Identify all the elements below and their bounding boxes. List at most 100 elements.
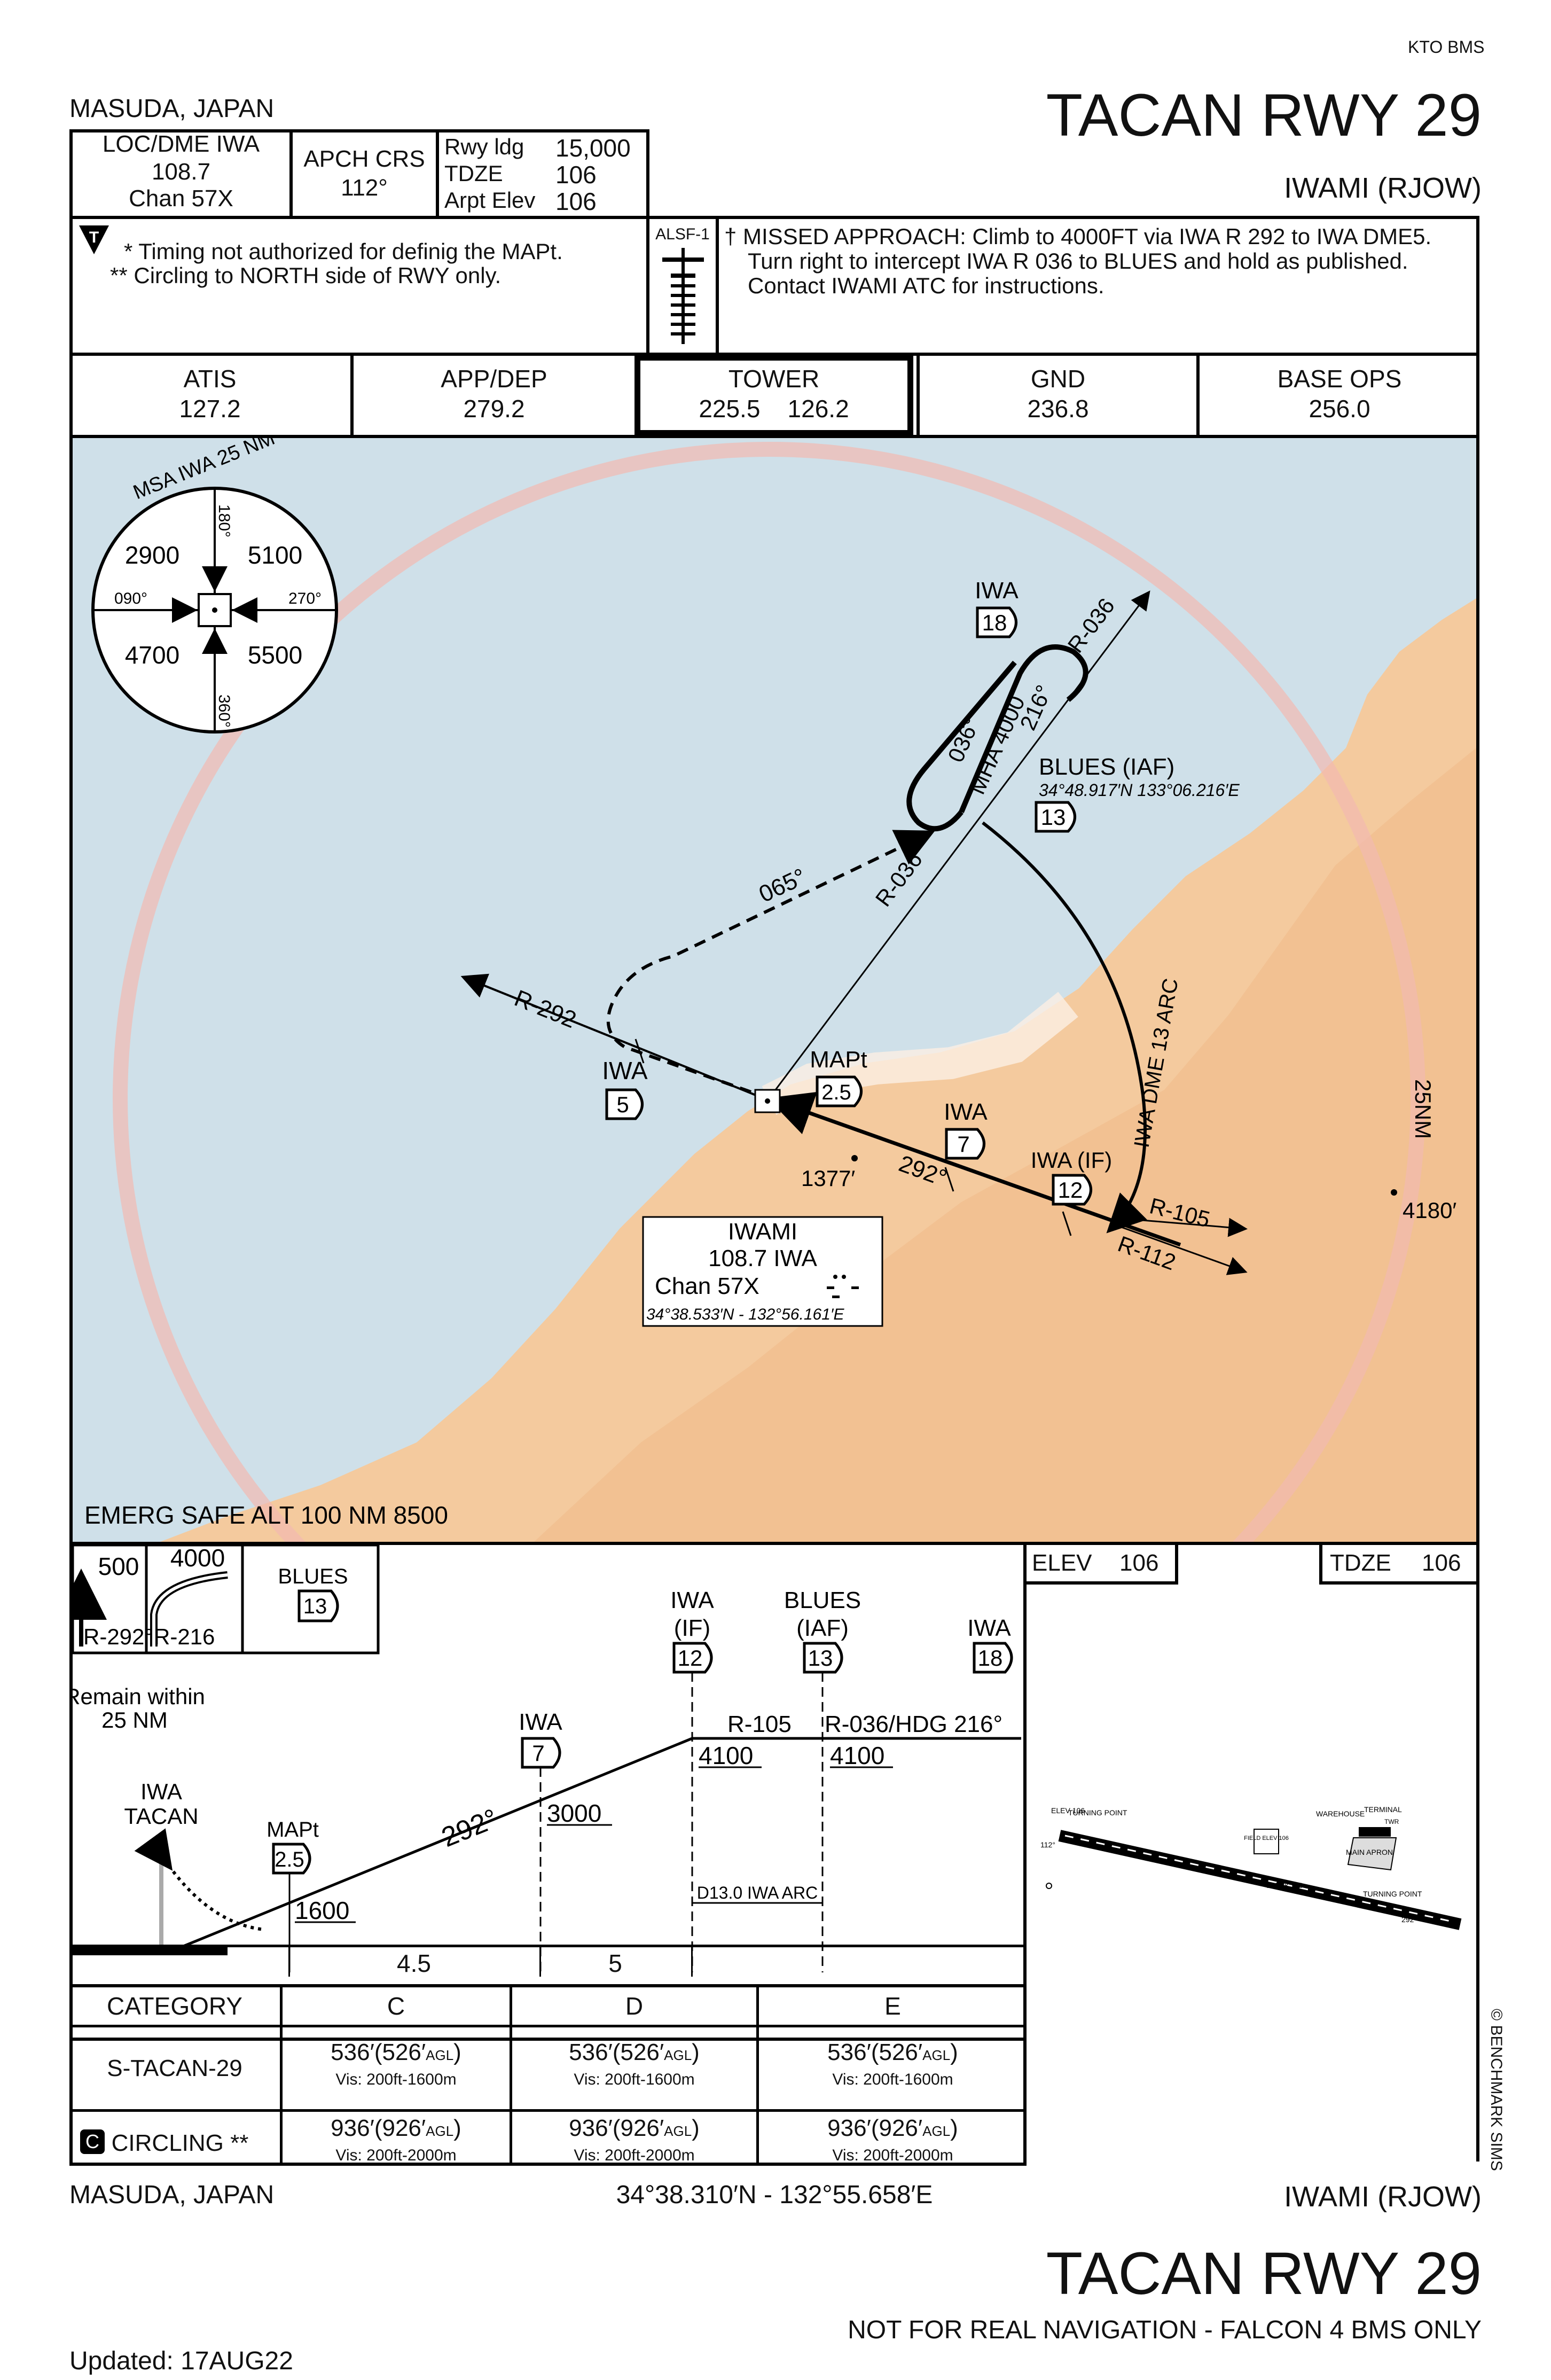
rwy-ldg-value: 15,000	[555, 134, 631, 162]
svg-text:R-216: R-216	[154, 1624, 215, 1649]
svg-text:180°: 180°	[215, 504, 233, 537]
svg-text:13: 13	[303, 1595, 327, 1618]
divider	[280, 1984, 283, 2166]
fix-blues: BLUES (IAF) 34°48.917′N 133°06.216′E 13	[1035, 754, 1240, 833]
divider	[916, 353, 920, 438]
comm-atis-label: ATIS	[183, 365, 237, 393]
svg-text:6562 x 148: 6562 x 148	[1266, 1881, 1303, 1890]
svg-text:Chan 57X: Chan 57X	[655, 1273, 759, 1299]
svg-text:270°: 270°	[288, 590, 322, 607]
svg-text:BLUES (IAF): BLUES (IAF)	[1039, 754, 1174, 780]
dme-arc	[982, 821, 1147, 1234]
svg-text:TURNING POINT: TURNING POINT	[1363, 1890, 1422, 1898]
divider	[69, 2109, 1027, 2112]
divider	[288, 1945, 290, 1977]
tdze-value: 106	[555, 161, 597, 189]
fix-mapt: MAPt 2.5	[810, 1047, 867, 1107]
nav-chan: Chan 57X	[129, 185, 233, 212]
missed-approach-line1: † MISSED APPROACH: Climb to 4000FT via I…	[724, 224, 1432, 249]
missed-approach-line3: Contact IWAMI ATC for instructions.	[748, 273, 1104, 298]
minima-header-e: E	[884, 1992, 901, 2020]
divider	[510, 1984, 512, 2166]
peak-elev: 4180′	[1403, 1198, 1456, 1223]
svg-text:TURNING POINT: TURNING POINT	[1068, 1808, 1127, 1817]
svg-text:MAPt: MAPt	[267, 1818, 319, 1841]
minima-header-d: D	[625, 1992, 644, 2020]
minima-altitude: 536′(526′AGL)	[827, 2039, 958, 2065]
svg-text:18: 18	[982, 610, 1007, 635]
fix-iwa12: IWA (IF) 12	[1031, 1148, 1112, 1206]
svg-text:WAREHOUSE: WAREHOUSE	[1316, 1809, 1365, 1818]
footer-title: TACAN RWY 29	[1046, 2240, 1482, 2307]
svg-text:TERMINAL: TERMINAL	[1364, 1805, 1402, 1814]
footer-updated: Updated: 17AUG22	[69, 2347, 293, 2375]
chart-tag: KTO BMS	[1408, 37, 1485, 57]
svg-text:4700: 4700	[125, 641, 179, 669]
svg-text:34°48.917′N 133°06.216′E: 34°48.917′N 133°06.216′E	[1039, 781, 1240, 800]
divider	[350, 353, 354, 438]
fix-iwa5: IWA 5	[602, 1057, 648, 1120]
arpt-elev-label: Arpt Elev	[444, 188, 536, 213]
page-title: TACAN RWY 29	[1046, 82, 1482, 149]
svg-text:TWR: TWR	[1384, 1818, 1399, 1825]
nav-label: LOC/DME IWA	[102, 131, 260, 157]
minima-header-category: CATEGORY	[107, 1992, 242, 2020]
svg-text:R-036/HDG 216°: R-036/HDG 216°	[825, 1711, 1002, 1737]
copyright: © BENCHMARK SIMS	[1487, 2009, 1505, 2171]
tdze-value: 106	[1422, 1550, 1461, 1576]
note-timing: * Timing not authorized for definig the …	[124, 239, 563, 264]
distance-row	[69, 1945, 1027, 1977]
svg-text:D13.0 IWA ARC: D13.0 IWA ARC	[697, 1883, 818, 1902]
tdze-box	[1319, 1542, 1479, 1585]
apch-crs-label: APCH CRS	[303, 146, 425, 172]
svg-text:ELEV 106: ELEV 106	[1051, 1806, 1085, 1815]
alsf-label: ALSF-1	[655, 225, 710, 243]
divider	[1196, 353, 1200, 438]
footer-airport: IWAMI (RJOW)	[1284, 2181, 1482, 2213]
comm-tower-value: 225.5 126.2	[699, 395, 849, 423]
svg-text:Remain within: Remain within	[73, 1684, 205, 1709]
svg-text:5: 5	[616, 1092, 629, 1117]
fix-iwa7: IWA 7	[944, 1099, 988, 1160]
alsf-lighting-icon	[655, 246, 710, 350]
svg-text:13: 13	[808, 1645, 833, 1671]
minima-row-tacan-name: S-TACAN-29	[107, 2055, 242, 2081]
svg-text:IWAMI: IWAMI	[728, 1219, 797, 1245]
svg-text:500: 500	[98, 1552, 139, 1580]
svg-text:2.5: 2.5	[275, 1848, 304, 1871]
minima-visibility: Vis: 200ft-2000m	[335, 2147, 457, 2164]
25nm-ring	[113, 442, 1425, 1542]
svg-text:292°: 292°	[1401, 1915, 1417, 1924]
svg-text:090°: 090°	[114, 590, 147, 607]
comm-gnd-value: 236.8	[1027, 395, 1089, 423]
minima-header-c: C	[387, 1992, 405, 2020]
svg-text:5500: 5500	[248, 641, 302, 669]
msa-circle: 2900 5100 4700 5500 090° 270° 180° 360° …	[91, 438, 338, 733]
divider	[646, 216, 649, 356]
svg-text:18: 18	[978, 1645, 1003, 1671]
fix-iwa18: IWA 18	[975, 578, 1019, 638]
svg-text:TACAN: TACAN	[124, 1804, 198, 1829]
airport-diagram	[1023, 1542, 1479, 2161]
divider	[69, 2025, 1027, 2027]
minima-altitude: 936′(926′AGL)	[569, 2115, 700, 2141]
tacan-station	[754, 1089, 781, 1113]
svg-text:IWA: IWA	[670, 1587, 714, 1613]
svg-text:T: T	[89, 229, 99, 246]
minima-table	[69, 1984, 1027, 2166]
svg-text:292°: 292°	[437, 1803, 502, 1853]
minima-visibility: Vis: 200ft-2000m	[832, 2147, 953, 2164]
note-circling: ** Circling to NORTH side of RWY only.	[110, 263, 502, 288]
svg-text:4000: 4000	[170, 1545, 225, 1572]
holding-pattern	[906, 644, 1088, 832]
minima-altitude: 536′(526′AGL)	[569, 2039, 700, 2065]
comm-app-value: 279.2	[463, 395, 525, 423]
t-symbol-icon: T	[78, 223, 110, 258]
comm-tower-label: TOWER	[728, 365, 820, 393]
minima-visibility: Vis: 200ft-1600m	[335, 2071, 457, 2088]
svg-text:1600: 1600	[295, 1897, 349, 1924]
apch-crs-box	[289, 129, 439, 219]
svg-text:360°: 360°	[215, 695, 233, 728]
land-shading	[534, 748, 1476, 1542]
minima-altitude: 936′(926′AGL)	[331, 2115, 461, 2141]
